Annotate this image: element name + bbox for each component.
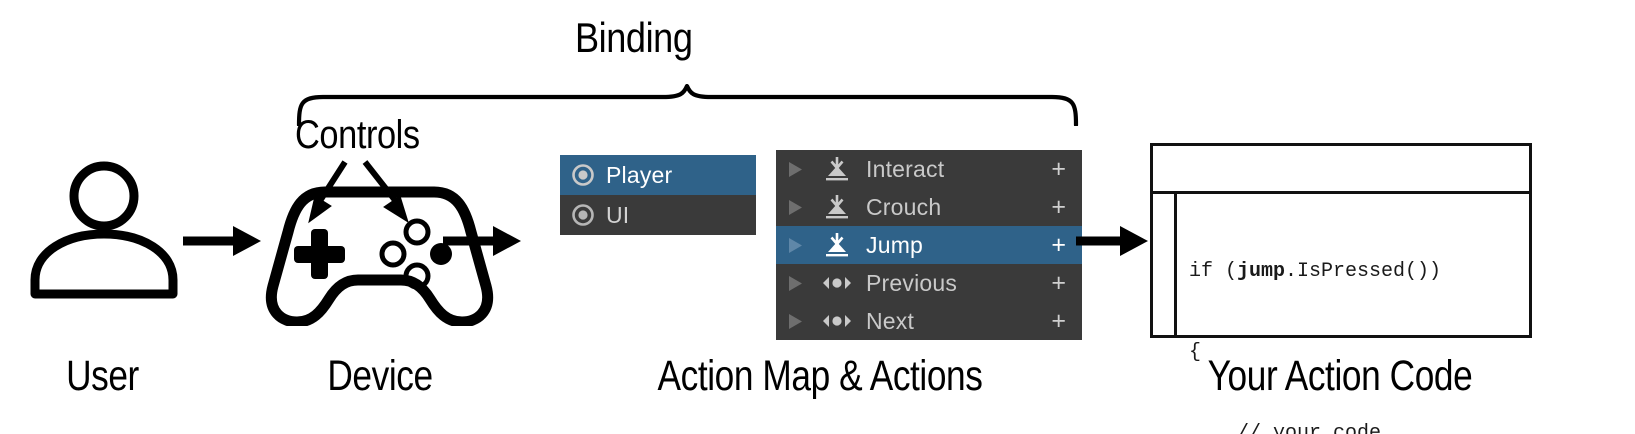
- arrow-right-icon: [443, 224, 521, 258]
- code-window-content[interactable]: if (jump.IsPressed()) { // your code }: [1177, 194, 1529, 434]
- gamepad-icon: [262, 186, 497, 326]
- action-map-item-player[interactable]: Player: [560, 155, 756, 195]
- action-map-icon: [572, 164, 594, 186]
- code-line-3: // your code: [1189, 422, 1382, 434]
- arrow-right-icon: [183, 224, 261, 258]
- button-action-icon: [820, 194, 854, 220]
- action-row-previous[interactable]: Previous +: [776, 264, 1082, 302]
- code-line-1: if (jump.IsPressed()): [1189, 258, 1529, 285]
- action-row-label: Previous: [866, 269, 958, 296]
- chevron-right-icon[interactable]: [784, 161, 806, 178]
- action-map-icon: [572, 204, 594, 226]
- add-binding-button[interactable]: +: [1051, 192, 1066, 221]
- code-window: if (jump.IsPressed()) { // your code }: [1150, 143, 1532, 434]
- action-row-label: Interact: [866, 155, 945, 182]
- action-row-interact[interactable]: Interact +: [776, 150, 1082, 188]
- axis-action-icon: [820, 313, 854, 329]
- code-line-1-pre: if (: [1189, 260, 1238, 283]
- button-action-icon: [820, 156, 854, 182]
- stage-label-actionmap: Action Map & Actions: [657, 352, 983, 400]
- actions-panel: Interact + Crouch +: [776, 150, 1082, 340]
- action-map-panel: Player UI: [560, 155, 756, 235]
- add-binding-button[interactable]: +: [1051, 306, 1066, 335]
- button-action-icon: [820, 232, 854, 258]
- chevron-right-icon[interactable]: [784, 313, 806, 330]
- action-row-jump[interactable]: Jump +: [776, 226, 1082, 264]
- action-row-next[interactable]: Next +: [776, 302, 1082, 340]
- controls-label: Controls: [295, 113, 420, 157]
- stage-label-code: Your Action Code: [1207, 352, 1473, 400]
- code-line-1-post: .IsPressed()): [1285, 260, 1442, 283]
- code-line-1-bold: jump: [1237, 260, 1286, 283]
- action-map-item-label: UI: [606, 201, 630, 228]
- add-binding-button[interactable]: +: [1051, 268, 1066, 297]
- user-icon: [28, 160, 183, 300]
- action-row-crouch[interactable]: Crouch +: [776, 188, 1082, 226]
- curly-brace-icon: [295, 84, 1080, 126]
- action-map-item-label: Player: [606, 161, 673, 188]
- arrow-right-icon: [1076, 224, 1148, 258]
- code-window-titlebar: [1153, 146, 1529, 194]
- code-window-gutter: [1153, 194, 1177, 335]
- action-row-label: Crouch: [866, 193, 942, 220]
- action-map-item-ui[interactable]: UI: [560, 195, 756, 235]
- stage-label-user: User: [66, 352, 139, 400]
- chevron-right-icon[interactable]: [784, 237, 806, 254]
- add-binding-button[interactable]: +: [1051, 230, 1066, 259]
- chevron-right-icon[interactable]: [784, 275, 806, 292]
- action-row-label: Jump: [866, 231, 924, 258]
- add-binding-button[interactable]: +: [1051, 154, 1066, 183]
- axis-action-icon: [820, 275, 854, 291]
- chevron-right-icon[interactable]: [784, 199, 806, 216]
- code-line-2: {: [1189, 341, 1202, 364]
- action-row-label: Next: [866, 307, 915, 334]
- stage-label-device: Device: [327, 352, 433, 400]
- binding-label: Binding: [575, 14, 693, 61]
